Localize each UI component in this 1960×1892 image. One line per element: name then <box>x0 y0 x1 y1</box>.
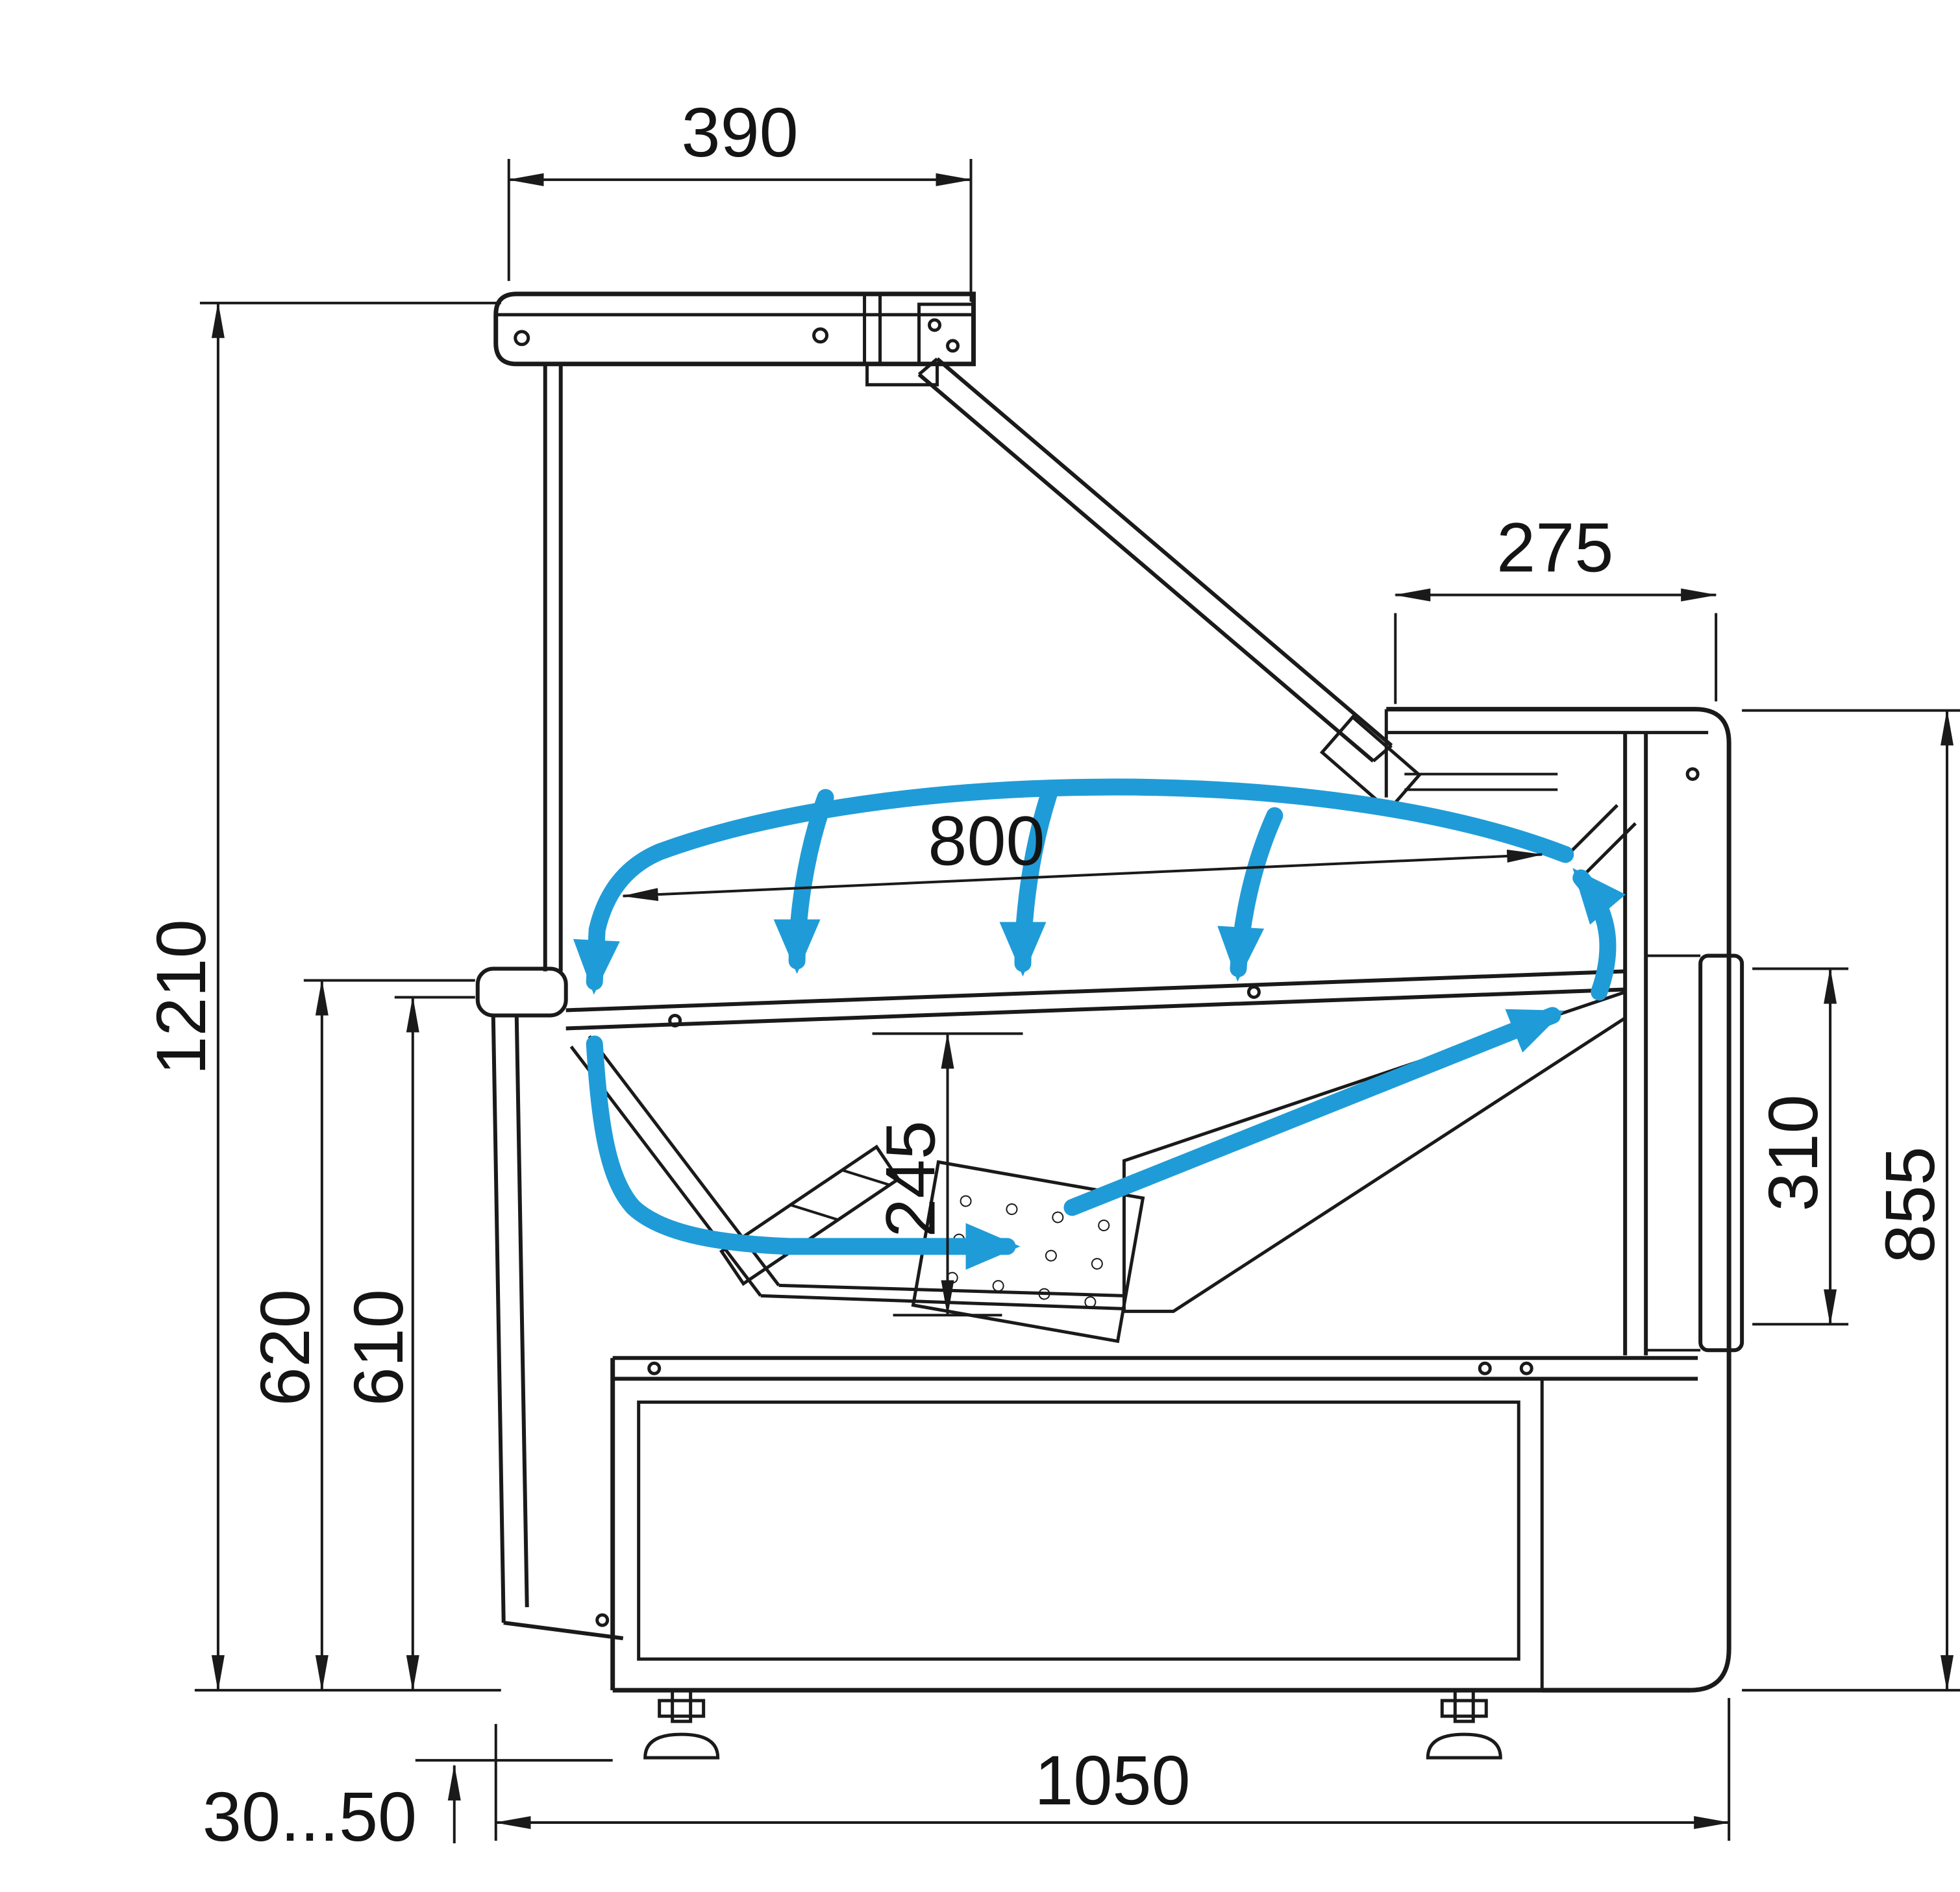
dim-label-275: 275 <box>1496 508 1613 587</box>
dim-label-1210: 1210 <box>142 919 220 1075</box>
airflow-rear-riser <box>1581 878 1607 992</box>
slanted-glass <box>919 359 1420 811</box>
dimension-390: 390 <box>509 93 971 302</box>
dim-label-800: 800 <box>928 802 1045 880</box>
screw-icon <box>1521 1363 1532 1373</box>
dim-label-610: 610 <box>339 1289 417 1406</box>
airflow-top-arc <box>595 787 1566 982</box>
foot-left <box>645 1690 718 1758</box>
rear-access-panel <box>1700 955 1742 1350</box>
dimension-610: 610 <box>339 997 475 1690</box>
dim-label-30-50: 30...50 <box>203 1777 417 1856</box>
airflow-branch-3 <box>1238 816 1274 969</box>
section-drawing: 390 1210 620 610 30...50 1050 <box>26 10 1960 1882</box>
screw-icon <box>670 1015 680 1026</box>
screw-icon <box>649 1363 660 1373</box>
screw-icon <box>814 329 827 342</box>
screw-icon <box>1687 769 1698 780</box>
screw-icon <box>1480 1363 1490 1373</box>
screw-icon <box>1248 987 1259 997</box>
dim-label-390: 390 <box>682 93 799 171</box>
dimension-annotations: 390 1210 620 610 30...50 1050 <box>142 93 1960 1856</box>
technical-drawing: 390 1210 620 610 30...50 1050 <box>26 10 1960 1882</box>
dimension-30-50: 30...50 <box>203 1760 613 1856</box>
dim-label-245: 245 <box>871 1120 950 1237</box>
base-front-panel <box>639 1402 1519 1659</box>
front-glass <box>545 364 561 972</box>
machine-base <box>613 1358 1698 1690</box>
dimension-1050: 1050 <box>496 1698 1729 1841</box>
screw-icon <box>948 341 958 351</box>
deck-front-rail <box>478 968 566 1015</box>
canopy <box>496 294 974 385</box>
hinge-icon <box>515 332 528 345</box>
dimension-310: 310 <box>1752 968 1848 1324</box>
airflow-arrows <box>595 787 1608 1247</box>
dim-label-310: 310 <box>1754 1094 1832 1211</box>
dim-label-620: 620 <box>245 1289 324 1406</box>
screw-icon <box>930 320 940 330</box>
screw-icon <box>597 1615 608 1625</box>
page: { "diagram": { "type": "technical-cross-… <box>0 10 1960 1882</box>
dim-label-1050: 1050 <box>1034 1741 1190 1819</box>
display-deck <box>478 968 1625 1028</box>
dimension-275: 275 <box>1395 508 1716 704</box>
dim-label-855: 855 <box>1870 1146 1949 1263</box>
foot-right <box>1428 1690 1500 1758</box>
